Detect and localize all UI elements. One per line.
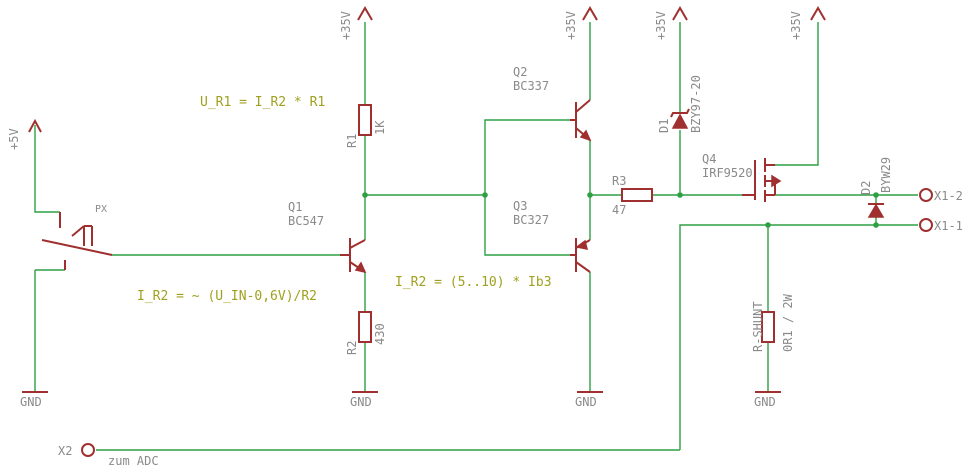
switch-px: PX [41,204,113,270]
d1-value: BZY97-20 [689,75,703,133]
switch-px-label: PX [95,204,107,215]
q4-name: Q4 [702,152,716,166]
ground-label: GND [350,395,372,409]
connector-x1-2[interactable]: X1-2 [919,188,963,203]
transistor-q2: Q2 BC337 [513,65,592,142]
supply-35v-label: +35V [789,11,803,40]
ground-label: GND [575,395,597,409]
q1-name: Q1 [288,200,302,214]
q2-name: Q2 [513,65,527,79]
r3-value: 47 [612,203,626,217]
connector-x2-note: zum ADC [108,454,159,468]
supply-35v-r1: +35V [339,6,373,40]
rshunt-name: R-SHUNT [751,301,765,352]
zener-d1: D1 BZY97-20 [657,75,703,133]
connector-x2[interactable]: X2 zum ADC [58,443,159,468]
ground-r2: GND [350,391,378,409]
q3-value: BC327 [513,213,549,227]
r3-name: R3 [612,174,626,188]
junction-dot [587,192,593,198]
annotation-ir2-ib3: I_R2 = (5..10) * Ib3 [395,275,552,290]
junctions [362,192,879,228]
diode-d2: D2 BYW29 [859,157,893,218]
rshunt-value: 0R1 / 2W [781,293,795,352]
supply-5v: +5V [7,118,42,150]
d2-name: D2 [859,181,873,195]
ground-left: GND [20,391,48,409]
supply-5v-label: +5V [7,128,21,150]
ground-q3: GND [575,391,603,409]
ground-shunt: GND [754,391,781,409]
r1-value: 1K [373,120,387,135]
junction-dot [482,192,488,198]
supply-35v-q2: +35V [564,6,598,40]
connector-x1-2-label: X1-2 [934,189,963,203]
mosfet-q4: Q4 IRF9520 [702,152,782,202]
supply-35v-label: +35V [564,11,578,40]
supply-35v-q4: +35V [789,6,826,40]
ground-label: GND [20,395,42,409]
resistor-shunt: R-SHUNT 0R1 / 2W [751,293,795,352]
junction-dot [362,192,368,198]
supply-35v-label: +35V [339,11,353,40]
d2-value: BYW29 [879,157,893,193]
transistor-q1: Q1 BC547 [288,200,367,274]
junction-dot [873,222,879,228]
connector-x2-label: X2 [58,444,72,458]
resistor-r2: R2 430 [345,311,387,355]
connector-x1-1[interactable]: X1-1 [919,218,963,233]
ground-label: GND [754,395,776,409]
r2-name: R2 [345,341,359,355]
annotation-ir2-ulin: I_R2 = ~ (U_IN-0,6V)/R2 [137,289,317,304]
r1-name: R1 [345,134,359,148]
q4-value: IRF9520 [702,166,753,180]
resistor-r3: R3 47 [612,174,653,217]
supply-35v-d1: +35V [654,6,688,40]
resistor-r1: R1 1K [345,104,387,148]
junction-dot [677,192,683,198]
transistor-q3: Q3 BC327 [513,199,591,273]
junction-dot [765,222,771,228]
d1-name: D1 [657,119,671,133]
q3-name: Q3 [513,199,527,213]
junction-dot [873,192,879,198]
supply-35v-label: +35V [654,11,668,40]
r2-value: 430 [373,323,387,345]
wires [34,22,918,451]
q2-value: BC337 [513,79,549,93]
q1-value: BC547 [288,214,324,228]
connector-x1-1-label: X1-1 [934,219,963,233]
annotation-ur1: U_R1 = I_R2 * R1 [200,95,325,110]
